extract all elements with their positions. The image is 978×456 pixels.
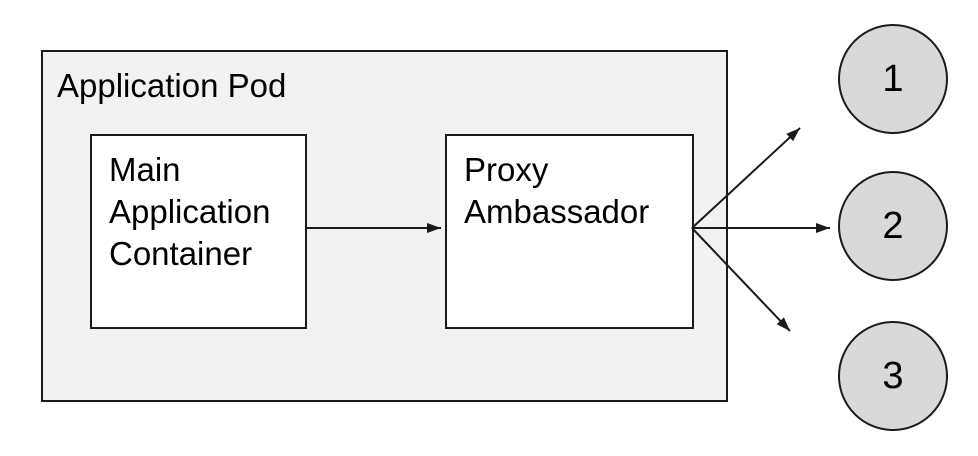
node-main-application-container: Main Application Container [90,134,307,329]
endpoint-circle-2: 2 [838,171,948,281]
endpoint-circle-1-label: 1 [882,57,904,100]
endpoint-circle-2-label: 2 [882,204,904,247]
node-proxy-ambassador: Proxy Ambassador [445,134,694,329]
application-pod-label: Application Pod [57,67,287,104]
node-proxy-ambassador-label: Proxy Ambassador [464,151,650,230]
application-pod-group: Application Pod Main Application Contain… [41,50,728,402]
endpoint-circle-1: 1 [838,24,948,134]
endpoint-circle-3: 3 [838,321,948,431]
node-main-application-container-label: Main Application Container [109,151,271,272]
endpoint-circle-3-label: 3 [882,354,904,397]
